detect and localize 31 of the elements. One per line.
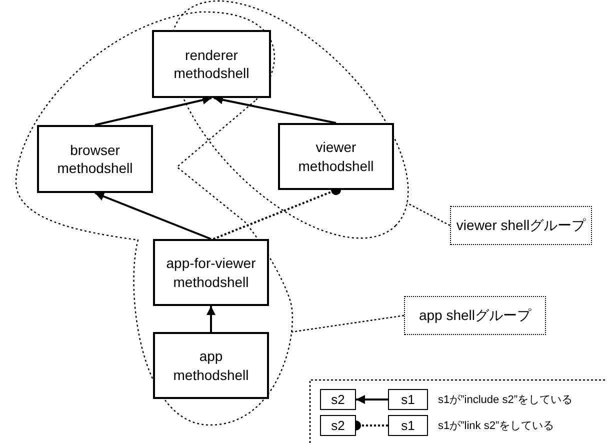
arrow [356,395,388,404]
arrow [94,96,212,126]
leader-line [292,314,404,333]
process-box [152,30,271,98]
process-box [278,123,394,190]
legend-box [320,389,356,410]
legend-text: s1が”link s2”をしている [438,419,554,434]
node-label: app methodshell [172,347,250,384]
group-label: viewer shellグループ [456,216,586,234]
legend-box [320,415,356,436]
group-label-box [404,296,546,335]
legend-node-label: s1 [401,418,415,433]
process-box [153,239,269,306]
node-label: browser methodshell [56,140,134,178]
process-box [153,332,269,399]
group-label-box [450,206,592,245]
group-label: app shellグループ [418,306,532,324]
legend-text: s1が”include s2”をしている [438,393,572,408]
node-label: viewer methodshell [297,138,375,175]
arrow [214,95,336,124]
arrow [94,192,212,240]
arrow [206,306,216,332]
legend-box [388,389,428,410]
node-label: renderer methodshell [172,46,250,82]
legend-node-label: s2 [331,392,345,407]
legend-node-label: s2 [331,418,345,433]
legend-box [388,415,428,436]
leader-line [406,202,450,226]
legend-node-label: s1 [401,392,415,407]
process-box [37,125,153,193]
node-label: app-for-viewer methodshell [165,254,257,291]
